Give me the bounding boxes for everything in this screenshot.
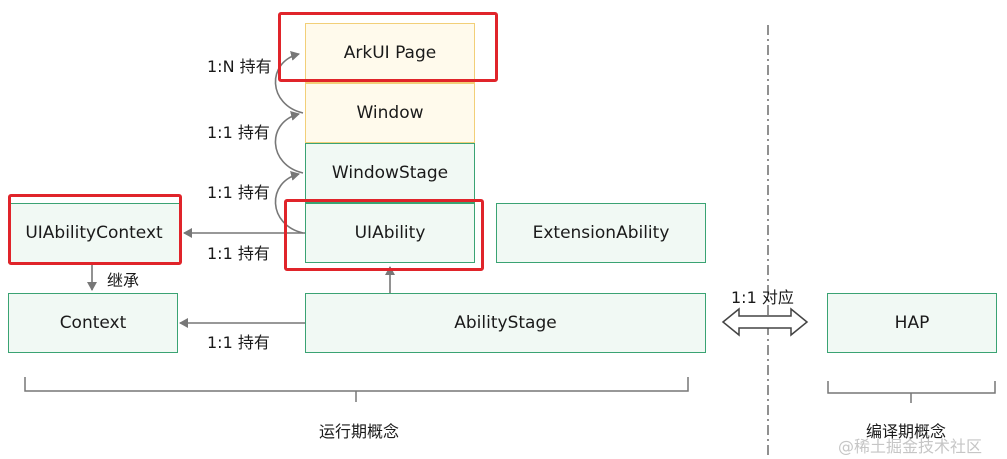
window-label: Window — [356, 103, 424, 123]
hap-label: HAP — [894, 313, 930, 333]
arrow-window-hold — [274, 111, 304, 174]
arrow-stage-hold — [274, 171, 304, 234]
ui-ability-box: UIAbility — [305, 203, 475, 263]
context-label: Context — [59, 313, 127, 333]
highlight-ui-ability-context — [8, 194, 182, 265]
window-stage-label: WindowStage — [331, 163, 449, 183]
context-box: Context — [8, 293, 178, 353]
extension-ability-label: ExtensionAbility — [532, 223, 670, 243]
highlight-ui-ability — [284, 199, 484, 271]
label-ability-context-hold: 1:1 持有 — [207, 244, 270, 263]
label-page-hold: 1:N 持有 — [207, 57, 272, 76]
ability-stage-label: AbilityStage — [454, 313, 557, 333]
label-compile: 编译期概念 — [866, 422, 947, 441]
ui-ability-label: UIAbility — [354, 223, 426, 243]
ui-ability-context-box: UIAbilityContext — [8, 203, 180, 263]
arkui-page-box: ArkUI Page — [305, 23, 475, 83]
label-runtime: 运行期概念 — [319, 422, 400, 441]
highlight-arkui-page — [278, 12, 498, 82]
label-context-hold: 1:1 持有 — [207, 333, 270, 352]
label-correspond: 1:1 对应 — [731, 288, 794, 307]
compile-bracket — [827, 381, 996, 394]
window-box: Window — [305, 83, 475, 143]
double-arrow — [721, 307, 809, 337]
ui-ability-context-label: UIAbilityContext — [25, 223, 163, 243]
arrow-page-hold — [274, 51, 304, 114]
label-window-hold: 1:1 持有 — [207, 123, 270, 142]
hap-box: HAP — [827, 293, 997, 353]
runtime-bracket — [24, 377, 689, 392]
window-stage-box: WindowStage — [305, 143, 475, 203]
label-stage-hold: 1:1 持有 — [207, 183, 270, 202]
arkui-page-label: ArkUI Page — [343, 43, 437, 63]
ability-stage-box: AbilityStage — [305, 293, 706, 353]
watermark: @稀土掘金技术社区 — [838, 437, 983, 456]
label-inherit: 继承 — [107, 271, 140, 290]
extension-ability-box: ExtensionAbility — [496, 203, 706, 263]
